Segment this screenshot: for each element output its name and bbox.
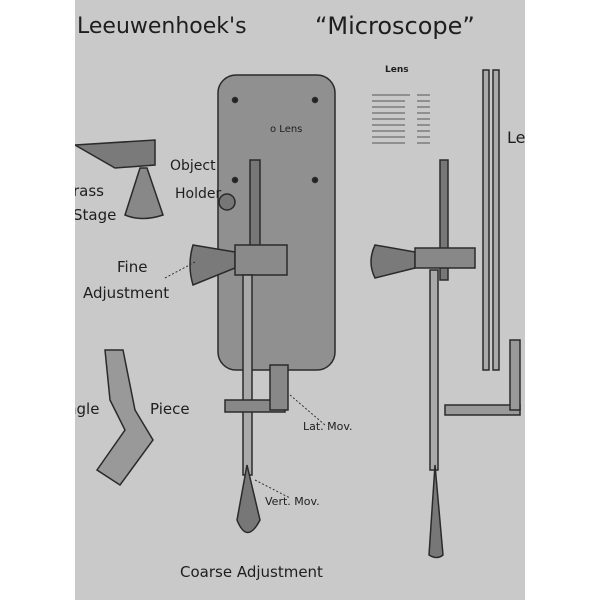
object-holder: [249, 159, 261, 251]
lens-table-title: Lens: [385, 65, 409, 75]
label-vert-mov: Vert. Mov.: [265, 495, 320, 508]
label-stage: Stage: [75, 206, 117, 224]
fine-adjustment-knob: [189, 244, 236, 287]
label-angle: ngle: [75, 400, 100, 418]
diagram-drawing: [75, 69, 521, 559]
label-adjustment: Adjustment: [83, 284, 170, 302]
microscope-poster: Leeuwenhoek's “Microscope” o Lens Object…: [75, 0, 525, 600]
label-object: Object: [170, 158, 216, 174]
label-right-edge: Le: [507, 128, 525, 147]
label-fine: Fine: [117, 258, 148, 276]
title-microscope: “Microscope”: [315, 12, 475, 40]
main-plate: [217, 74, 336, 371]
coarse-adjustment-handle: [236, 464, 261, 534]
label-coarse-adjustment: Coarse Adjustment: [180, 563, 323, 581]
title-leeuwenhoeks: Leeuwenhoek's: [77, 14, 247, 39]
coarse-screw: [242, 274, 253, 476]
fine-adjustment-block: [234, 244, 288, 276]
label-brass: rass: [75, 182, 104, 200]
brass-stage: [75, 139, 156, 169]
label-piece: Piece: [150, 400, 190, 418]
label-lens: o Lens: [270, 124, 303, 135]
angle-piece: [95, 349, 154, 487]
label-lat-mov: Lat. Mov.: [303, 420, 353, 433]
lens-specs-table-illegible: [372, 94, 430, 144]
label-holder: Holder: [175, 186, 222, 202]
